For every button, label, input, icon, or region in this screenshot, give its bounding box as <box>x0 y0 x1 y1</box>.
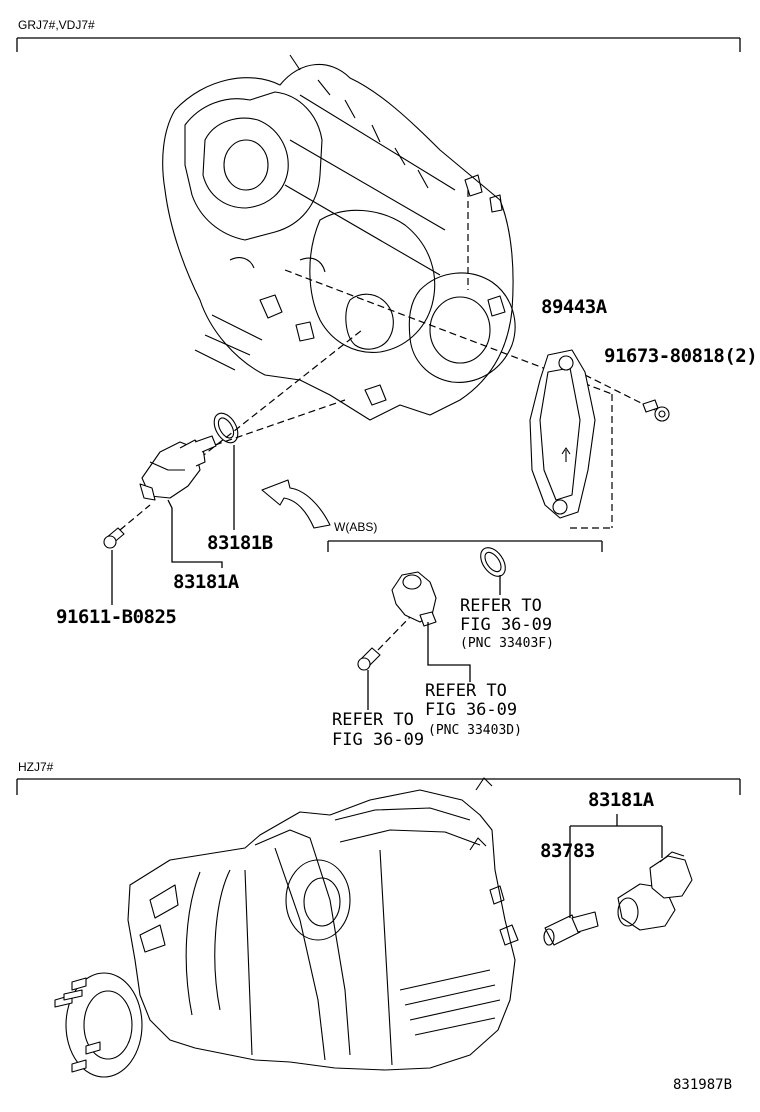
bracket-89443a <box>529 349 596 519</box>
refer-to-pnc: (PNC 33403D) <box>428 723 522 738</box>
part-number-89443a[interactable]: 89443A <box>541 296 607 318</box>
sensor-83783 <box>543 826 599 946</box>
sensor-83181a-bottom <box>617 826 693 931</box>
refer-to-fig-line2[interactable]: FIG 36-09 <box>460 615 553 635</box>
part-number-91673-80818[interactable]: 91673-80818(2) <box>604 345 758 367</box>
bolt-91611 <box>103 527 125 549</box>
part-number-83181a-top[interactable]: 83181A <box>173 571 239 593</box>
refer-to-line1[interactable]: REFER TO <box>332 710 414 730</box>
bolt-91673 <box>642 399 670 422</box>
callout-bracket-bottom <box>570 814 662 827</box>
diagram-code: 831987B <box>673 1077 733 1093</box>
section-label-bottom: HZJ7# <box>18 760 54 774</box>
abs-bolt <box>357 647 381 710</box>
refer-to-fig-line2[interactable]: FIG 36-09 <box>425 700 518 720</box>
refer-to-fig-line2[interactable]: FIG 36-09 <box>332 730 425 750</box>
abs-label: W(ABS) <box>334 520 378 534</box>
direction-arrow <box>261 479 331 529</box>
part-number-83181b[interactable]: 83181B <box>207 532 273 554</box>
transmission-housing-top <box>162 54 516 421</box>
part-number-83783[interactable]: 83783 <box>540 840 595 862</box>
refer-to-pnc: (PNC 33403F) <box>460 636 554 651</box>
part-number-83181a-bottom[interactable]: 83181A <box>588 789 654 811</box>
abs-sensor <box>391 571 471 682</box>
abs-o-ring <box>480 547 506 595</box>
section-bracket-bottom <box>16 778 741 795</box>
speed-sensor-top <box>139 435 217 501</box>
callout-lines-top <box>111 445 235 605</box>
output-flange <box>54 972 143 1078</box>
abs-bracket <box>327 540 603 552</box>
section-bracket-top <box>16 37 741 52</box>
refer-to-line1[interactable]: REFER TO <box>425 681 507 701</box>
section-label-top: GRJ7#,VDJ7# <box>18 18 95 32</box>
transfer-case-bottom <box>127 777 519 1071</box>
refer-to-line1[interactable]: REFER TO <box>460 596 542 616</box>
part-number-91611-b0825[interactable]: 91611-B0825 <box>56 606 177 628</box>
o-ring-83181b <box>213 412 239 444</box>
